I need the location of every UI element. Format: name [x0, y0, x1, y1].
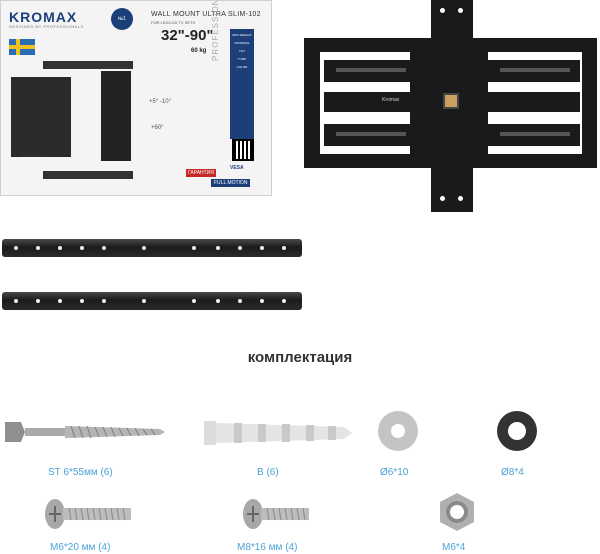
- box-subtitle: FOR LED/LCD TV SETS: [151, 20, 196, 25]
- box-title: WALL MOUNT ULTRA SLIM-102: [151, 11, 261, 18]
- number-one-badge: №1: [111, 8, 133, 30]
- bolt-m8-icon: [243, 499, 309, 529]
- tv-rail-upper: [2, 239, 302, 257]
- center-label-icon: [443, 93, 459, 109]
- spacer-washer-icon: [497, 411, 537, 451]
- screen-size: 32"-90": [161, 27, 214, 44]
- tv-rail-lower: [2, 292, 302, 310]
- max-weight: 60 kg: [191, 48, 207, 54]
- part-label: M6*20 мм (4): [50, 542, 111, 553]
- lag-screw-icon: [5, 422, 165, 442]
- spec-label: TURN: [237, 57, 247, 61]
- bracket-logo: Kromax: [382, 97, 400, 103]
- guarantee-badge: ГАРАНТИЯ: [186, 169, 216, 177]
- part-label: ST 6*55мм (6): [48, 467, 113, 478]
- product-box-image: KROMAX DESIGNED BY PROFESSIONALS №1 WALL…: [0, 0, 272, 196]
- choice-badge: ВЫБОР №1: [21, 153, 51, 159]
- qr-code: [232, 139, 254, 161]
- mount-arm-illustration: [43, 61, 133, 69]
- professional-line-label: PROFESSIONAL LINE: [211, 0, 220, 61]
- spec-label: COLOR: [236, 65, 248, 69]
- arm-middle-right: [470, 92, 580, 112]
- washer-icon: [378, 411, 418, 451]
- kit-heading: комплектация: [247, 349, 353, 366]
- spec-label: TILT: [239, 49, 245, 53]
- arm-middle-left: [324, 92, 434, 112]
- spec-column: MAX WEIGHT DISTANCE TILT TURN COLOR: [230, 29, 254, 139]
- tv-illustration: [11, 77, 71, 157]
- hex-nut-icon: [440, 493, 474, 531]
- tilt-label: +5° -10°: [149, 99, 171, 105]
- part-label: B (6): [257, 467, 279, 478]
- part-label: M8*16 мм (4): [237, 542, 298, 553]
- part-label: Ø6*10: [380, 467, 409, 478]
- wall-anchor-icon: [204, 421, 352, 445]
- part-label: Ø8*4: [501, 467, 524, 478]
- turn-label: +60°: [151, 125, 164, 131]
- wall-plate-illustration: [101, 71, 131, 161]
- full-motion-badge: FULL MOTION: [211, 179, 251, 187]
- spec-label: MAX WEIGHT: [232, 33, 252, 37]
- bolt-m6-icon: [45, 499, 131, 529]
- mount-arm-illustration: [43, 171, 133, 179]
- brand-logo: KROMAX: [9, 9, 78, 25]
- part-label: M6*4: [442, 542, 466, 553]
- vesa-label: VESA: [230, 165, 244, 171]
- sweden-flag-icon: [9, 39, 35, 55]
- wall-mount-bracket-image: Kromax: [300, 0, 600, 214]
- brand-tagline: DESIGNED BY PROFESSIONALS: [9, 24, 84, 29]
- spec-label: DISTANCE: [234, 41, 250, 45]
